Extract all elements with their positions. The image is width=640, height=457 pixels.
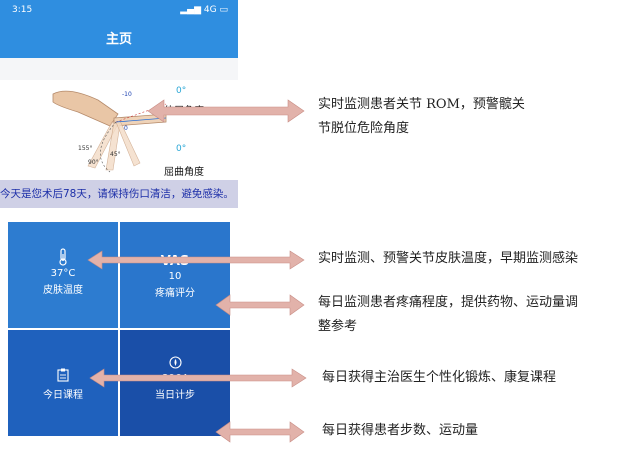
battery-icon: ▭ bbox=[219, 5, 228, 15]
network-label: 4G bbox=[203, 5, 217, 15]
steps-description: 每日获得患者步数、运动量 bbox=[322, 420, 640, 442]
course-arrow bbox=[89, 368, 307, 388]
temperature-arrow bbox=[87, 250, 305, 270]
pain-description-line2: 整参考 bbox=[318, 319, 358, 334]
temperature-description: 实时监测、预警关节皮肤温度，早期监测感染 bbox=[318, 248, 640, 270]
pain-description-line1: 每日监测患者疼痛程度，提供药物、运动量调 bbox=[318, 295, 579, 310]
flexion-value: 0° bbox=[176, 144, 187, 154]
header-gap bbox=[0, 58, 238, 80]
steps-arrow bbox=[215, 421, 305, 443]
vas-label: 疼痛评分 bbox=[155, 288, 195, 299]
vas-value: 10 bbox=[168, 271, 182, 282]
steps-label: 当日计步 bbox=[155, 390, 195, 401]
skin-temperature-tile[interactable]: 37°C 皮肤温度 bbox=[8, 222, 118, 328]
steps-description-text: 每日获得患者步数、运动量 bbox=[322, 423, 479, 438]
mark-90: 90° bbox=[88, 159, 99, 166]
pain-arrow bbox=[215, 294, 305, 316]
page-title: 主页 bbox=[105, 32, 132, 47]
knee-angle-panel[interactable]: -10 0 155° 90° 45° 0° 伸展角度 0° 屈曲角度 bbox=[0, 80, 238, 180]
phone-screen: 3:15 ▂▄▆ 4G ▭ 主页 -10 0 155° 90° bbox=[0, 0, 238, 457]
rom-description: 实时监测患者关节 ROM，预警髋关 节脱位危险角度 bbox=[318, 94, 638, 140]
course-description-text: 每日获得主治医生个性化锻炼、康复课程 bbox=[322, 370, 557, 385]
mark-45: 45° bbox=[110, 151, 121, 158]
status-time: 3:15 bbox=[12, 5, 33, 15]
feature-grid: 37°C 皮肤温度 VAS 10 疼痛评分 今日课程 2964 当日计步 bbox=[8, 222, 230, 436]
skin-temp-value: 37°C bbox=[50, 268, 76, 279]
pain-description: 每日监测患者疼痛程度，提供药物、运动量调 整参考 bbox=[318, 292, 640, 338]
mark-zero: 0 bbox=[124, 125, 128, 132]
signal-icon: ▂▄▆ bbox=[180, 5, 202, 15]
temperature-description-text: 实时监测、预警关节皮肤温度，早期监测感染 bbox=[318, 251, 579, 266]
rom-arrow bbox=[147, 99, 305, 123]
mark-minus10: -10 bbox=[122, 91, 132, 98]
extension-value: 0° bbox=[176, 86, 187, 96]
mark-155: 155° bbox=[78, 145, 92, 152]
step-counter-icon bbox=[168, 356, 182, 369]
knee-diagram-icon: -10 0 155° 90° 45° bbox=[52, 90, 167, 173]
course-description: 每日获得主治医生个性化锻炼、康复课程 bbox=[322, 367, 640, 389]
status-bar: 3:15 ▂▄▆ 4G ▭ bbox=[0, 0, 238, 22]
flexion-label: 屈曲角度 bbox=[164, 167, 204, 178]
course-label: 今日课程 bbox=[43, 390, 83, 401]
rom-description-line2: 节脱位危险角度 bbox=[318, 121, 410, 136]
skin-temp-label: 皮肤温度 bbox=[43, 285, 83, 296]
clipboard-icon bbox=[57, 368, 69, 382]
nav-bar: 主页 bbox=[0, 22, 238, 58]
thermometer-icon bbox=[59, 248, 67, 266]
post-op-notice: 今天是您术后78天，请保持伤口清洁，避免感染。 bbox=[0, 180, 238, 208]
notice-text: 今天是您术后78天，请保持伤口清洁，避免感染。 bbox=[0, 188, 234, 200]
rom-description-line1: 实时监测患者关节 ROM，预警髋关 bbox=[318, 97, 525, 112]
status-signal: ▂▄▆ 4G ▭ bbox=[180, 5, 228, 15]
